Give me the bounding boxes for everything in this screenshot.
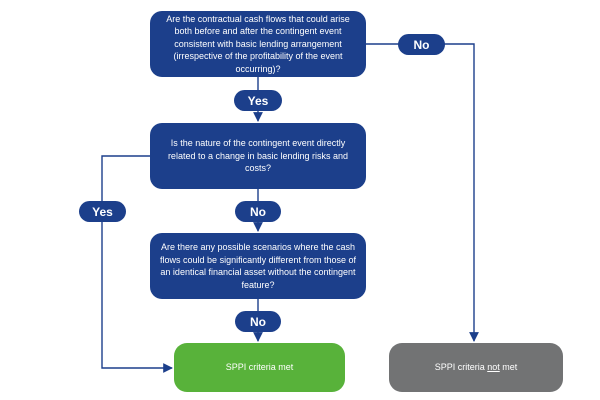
outcome-not-met-prefix: SPPI criteria bbox=[434, 362, 488, 373]
answer-q2-no-label: No bbox=[235, 201, 281, 222]
outcome-sppi-met-text: SPPI criteria met bbox=[225, 362, 294, 373]
answer-q1-yes-label: Yes bbox=[234, 90, 282, 111]
connector-q2-yes-to-met bbox=[101, 155, 173, 373]
answer-q1-no-label: No bbox=[398, 34, 445, 55]
outcome-sppi-met: SPPI criteria met bbox=[174, 343, 345, 392]
answer-q3-no-label: No bbox=[235, 311, 281, 332]
question-contractual-cash-flows: Are the contractual cash flows that coul… bbox=[150, 11, 366, 77]
question-cash-flow-scenarios-text: Are there any possible scenarios where t… bbox=[160, 242, 356, 290]
question-contingent-event-nature-text: Is the nature of the contingent event di… bbox=[167, 138, 349, 174]
outcome-not-met-emphasis: not bbox=[487, 362, 500, 373]
question-contingent-event-nature: Is the nature of the contingent event di… bbox=[150, 123, 366, 189]
outcome-sppi-not-met-text: SPPI criteria not met bbox=[435, 361, 518, 374]
question-cash-flow-scenarios: Are there any possible scenarios where t… bbox=[150, 233, 366, 299]
outcome-not-met-suffix: met bbox=[499, 362, 518, 373]
connector-q1-no-to-not-met bbox=[366, 43, 479, 342]
outcome-sppi-not-met: SPPI criteria not met bbox=[389, 343, 563, 392]
answer-q2-yes-label: Yes bbox=[79, 201, 126, 222]
question-contractual-cash-flows-text: Are the contractual cash flows that coul… bbox=[166, 13, 350, 74]
